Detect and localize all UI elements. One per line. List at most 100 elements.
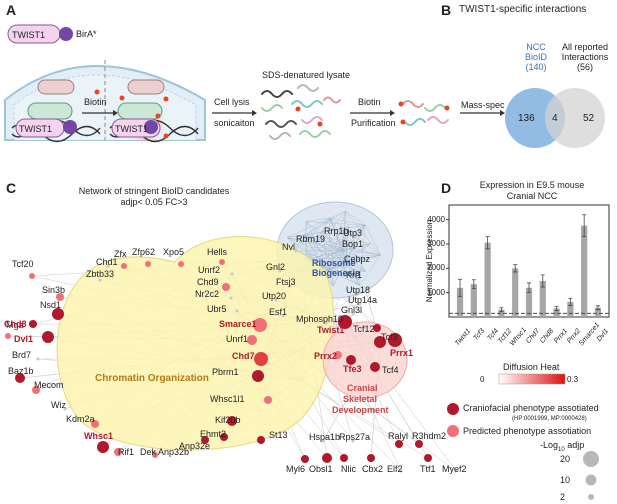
node-ftsj3[interactable]	[288, 284, 292, 288]
node-label-nlic: Nlic	[341, 464, 356, 474]
node-label-esf1: Esf1	[269, 307, 288, 317]
node-anp32e[interactable]	[201, 436, 209, 444]
node-mphosph10[interactable]	[324, 321, 328, 325]
bars	[456, 214, 602, 317]
node-nvl[interactable]	[294, 249, 298, 253]
node-dvl1[interactable]	[42, 331, 54, 343]
node-nr2c2[interactable]	[229, 296, 233, 300]
node-anp32b[interactable]	[152, 452, 158, 458]
node-chd7[interactable]	[254, 352, 268, 366]
node-utp3[interactable]	[353, 235, 357, 239]
y-tick-label: 3000	[427, 238, 445, 248]
biotin-dot	[400, 119, 406, 125]
ribosome-mesh-edge	[328, 270, 334, 287]
node-utp20[interactable]	[274, 298, 278, 302]
node-xpo5[interactable]	[178, 261, 184, 267]
node-kri1[interactable]	[356, 277, 360, 281]
node-unrf2[interactable]	[230, 272, 234, 276]
node-esf1[interactable]	[281, 314, 285, 318]
node-wiz[interactable]	[63, 407, 67, 411]
twist1-label: TWIST1	[12, 30, 45, 40]
lysate-label: SDS-denatured lysate	[262, 70, 351, 80]
node-zbtb33[interactable]	[98, 278, 102, 282]
predicted-legend-dot	[447, 425, 459, 437]
node-rbm19[interactable]	[308, 241, 312, 245]
ribosome-mesh-edge	[304, 235, 366, 272]
skeletal-cluster-label-2: Skeletal	[343, 394, 378, 404]
node-tfe3[interactable]	[346, 355, 356, 365]
node-mga[interactable]	[5, 333, 11, 339]
node-utp14a[interactable]	[358, 302, 362, 306]
ribosome-mesh-edge	[304, 235, 329, 271]
node-label-tcf12: Tcf12	[353, 324, 375, 334]
node-myef2[interactable]	[454, 469, 458, 473]
node-baz1b[interactable]	[15, 373, 25, 383]
node-r3hdm2[interactable]	[415, 440, 423, 448]
node-nlic[interactable]	[340, 454, 348, 462]
node-rrp1b[interactable]	[336, 233, 340, 237]
node-twist1[interactable]	[338, 315, 352, 329]
ribosome-mesh-edge	[332, 225, 366, 287]
node-nsd1[interactable]	[52, 308, 64, 320]
node-zfx[interactable]	[121, 263, 127, 269]
node-chd8[interactable]	[29, 320, 37, 328]
node-gnl3l[interactable]	[351, 312, 355, 316]
node-cebpz[interactable]	[354, 261, 358, 265]
node-label-utp18: Utp18	[346, 285, 371, 295]
node-obsl1[interactable]	[322, 453, 332, 463]
node-ubr5[interactable]	[235, 309, 239, 313]
network-title-1: Network of stringent BioID candidates	[78, 186, 230, 196]
predicted-legend-label: Predicted phenotype assotiation	[463, 426, 592, 436]
node-label-utp14a: Utp14a	[348, 295, 378, 305]
protein-blob	[27, 102, 73, 120]
node-mecom[interactable]	[32, 386, 40, 394]
node-prrx1[interactable]	[388, 333, 402, 347]
node-tcf4[interactable]	[370, 362, 380, 372]
node-gnl2[interactable]	[278, 269, 282, 273]
node-ralyl[interactable]	[395, 440, 403, 448]
node-kdm2a[interactable]	[91, 420, 99, 428]
node-tcf20[interactable]	[29, 273, 35, 279]
node-label-ttf1: Ttf1	[420, 464, 436, 474]
node-hells[interactable]	[219, 259, 225, 265]
node-elf2[interactable]	[399, 469, 403, 473]
ribosome-mesh-edge	[328, 270, 366, 272]
error-bar-dvl1	[595, 305, 600, 311]
node-chd1[interactable]	[106, 264, 110, 268]
node-tcf3[interactable]	[374, 336, 386, 348]
node-rps27a[interactable]	[351, 439, 355, 443]
node-tcf12[interactable]	[373, 324, 381, 332]
node-label-myl6: Myl6	[286, 464, 306, 474]
node-label-ralyl: Ralyl	[388, 431, 409, 441]
ribosome-mesh-edge	[293, 217, 331, 252]
node-brd7[interactable]	[36, 357, 40, 361]
cranio-legend-label: Craniofacial phenotype assotiated	[463, 403, 599, 413]
node-utp18[interactable]	[356, 292, 360, 296]
node-label-mga: Mga	[6, 320, 24, 330]
biotin-dot	[119, 95, 125, 101]
node-sin3b[interactable]	[56, 293, 64, 301]
node-myl6[interactable]	[301, 455, 309, 463]
node-smarce1[interactable]	[253, 318, 267, 332]
node-label-kif20b: Kif20b	[215, 415, 241, 425]
diffusion-heat-colorbar	[498, 373, 566, 385]
node-unrf1[interactable]	[247, 335, 257, 345]
node-bop1[interactable]	[352, 246, 356, 250]
node-ttf1[interactable]	[424, 454, 432, 462]
node-hspa1b[interactable]	[321, 439, 325, 443]
node-rif1[interactable]	[114, 448, 122, 456]
node-whsc1[interactable]	[97, 441, 109, 453]
node-cbx2[interactable]	[367, 454, 375, 462]
node-whsc1l1[interactable]	[264, 396, 272, 404]
node-kif20b[interactable]	[227, 416, 237, 426]
node-label-utp3: Utp3	[343, 228, 363, 238]
node-chd9[interactable]	[222, 283, 230, 291]
node-zfp62[interactable]	[145, 261, 151, 267]
node-ehmt2[interactable]	[220, 433, 228, 441]
node-pbrm1[interactable]	[252, 370, 264, 382]
node-prrx2[interactable]	[334, 351, 342, 359]
biotin-dot	[295, 106, 301, 112]
ribosome-mesh-edge	[359, 254, 381, 286]
node-st13[interactable]	[257, 436, 265, 444]
